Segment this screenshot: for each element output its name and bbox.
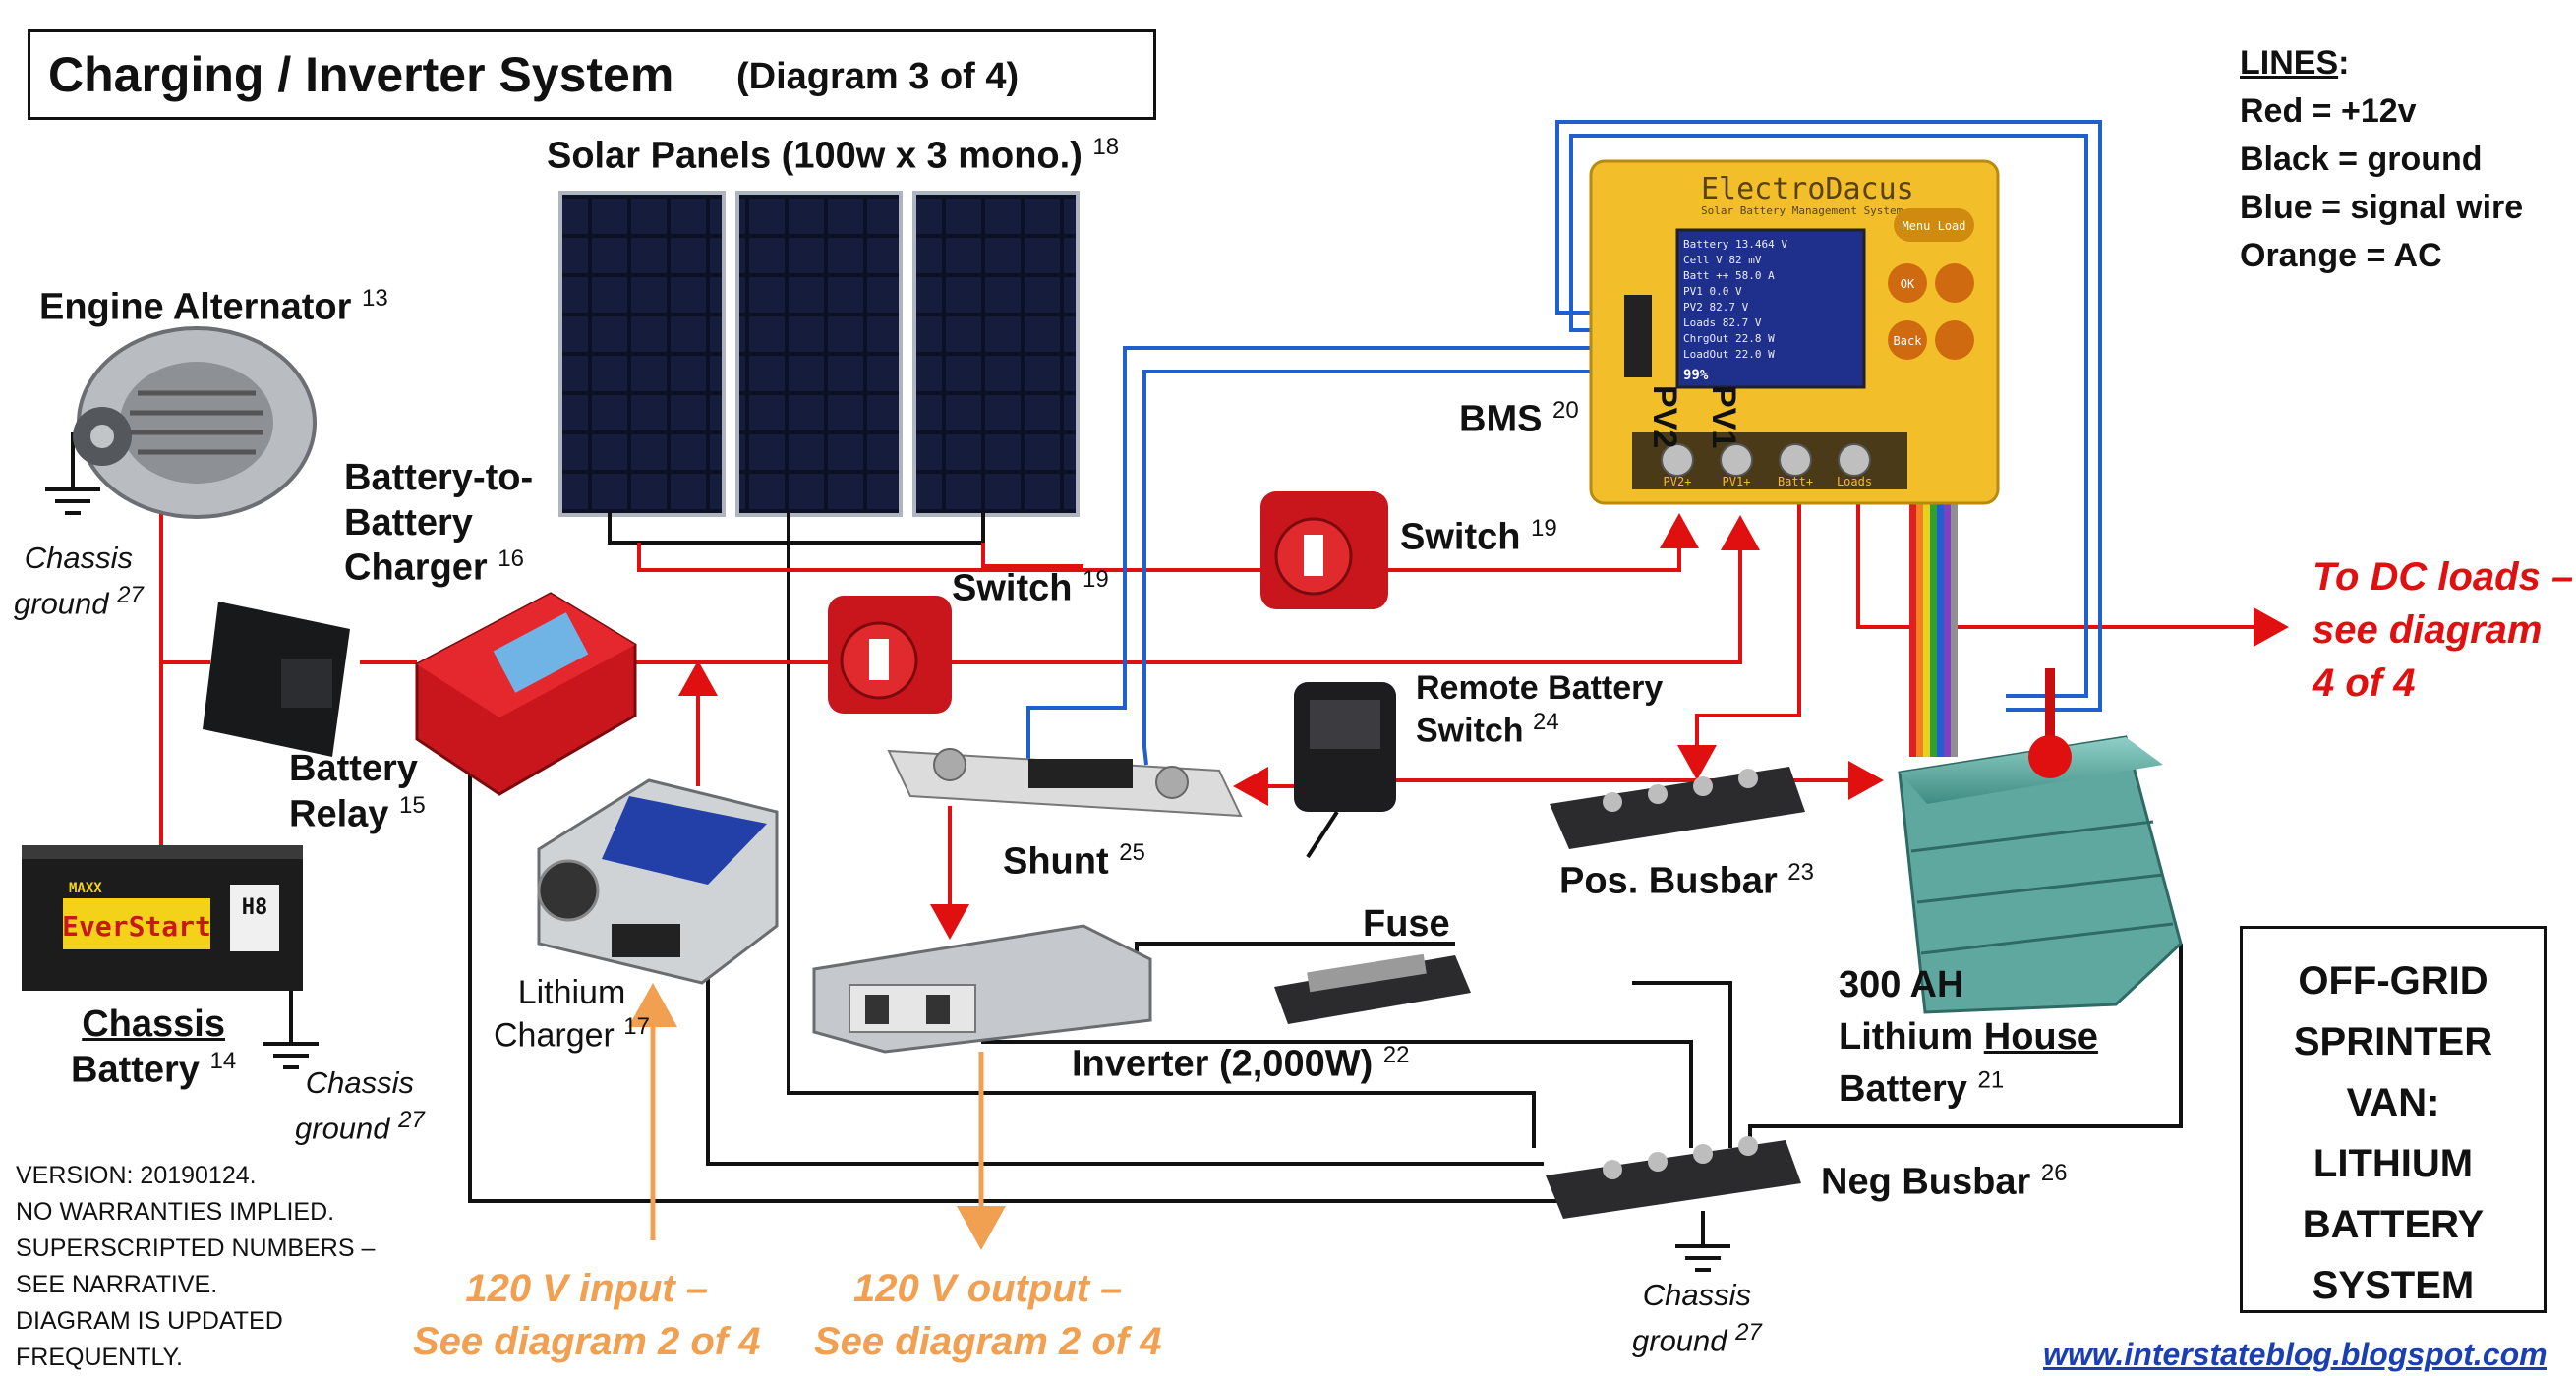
- lithium-charger-label: Lithium Charger 17: [494, 974, 650, 1055]
- ribbon-cable: [1909, 442, 1958, 757]
- switch-left-label: Switch 19: [952, 566, 1109, 609]
- inverter-graphic: [812, 924, 1152, 1054]
- ac-output-note: 120 V output – See diagram 2 of 4: [814, 1267, 1162, 1363]
- legend-item-black: Black = ground: [2240, 141, 2483, 178]
- chassis-ground-label-left: Chassis ground 27: [14, 541, 144, 621]
- ground-symbols: [45, 487, 1730, 1272]
- battery-badge-text: H8: [242, 895, 268, 920]
- battery-relay-graphic: [203, 602, 350, 757]
- battery-relay-label: Battery Relay 15: [289, 748, 426, 835]
- switch-right-label: Switch 19: [1400, 515, 1557, 558]
- bms-ok-button: OK: [1901, 277, 1915, 291]
- page-title: Charging / Inverter System: [48, 47, 674, 102]
- shunt-label: Shunt 25: [1003, 839, 1145, 883]
- chassis-ground-label-bottom: Chassis ground 27: [1632, 1278, 1762, 1358]
- house-battery-graphic: [1898, 668, 2183, 1014]
- offgrid-title-box: OFF-GRID SPRINTER VAN: LITHIUM BATTERY S…: [2240, 926, 2547, 1313]
- lines-legend: LINES: Red = +12v Black = ground Blue = …: [2240, 39, 2523, 280]
- bms-side-label-pv1: PV1: [1704, 385, 1742, 449]
- bms-menu-button: Menu Load: [1902, 219, 1965, 233]
- bms-status-text: 99%: [1683, 368, 1709, 383]
- signal-wires: [1026, 120, 2102, 766]
- svg-text:Battery 13.464 V: Battery 13.464 V: [1683, 238, 1787, 251]
- page-subtitle: (Diagram 3 of 4): [736, 56, 1020, 97]
- bms-back-button: Back: [1894, 334, 1923, 348]
- legend-heading: LINES:: [2240, 44, 2350, 82]
- svg-text:Cell V 82 mV: Cell V 82 mV: [1683, 254, 1762, 266]
- alternator-graphic: [73, 326, 317, 519]
- bms-brand-text: ElectroDacus: [1701, 172, 1914, 206]
- chassis-battery-graphic: EverStart H8 MAXX: [22, 845, 303, 991]
- bms-graphic: ElectroDacus Solar Battery Management Sy…: [1589, 159, 2000, 505]
- battery-brand-text: EverStart: [62, 910, 211, 943]
- switch-right-graphic: [1260, 491, 1388, 609]
- fuse-label: Fuse: [1363, 903, 1450, 945]
- solar-panel-array: [558, 191, 1080, 517]
- title-box: Charging / Inverter System (Diagram 3 of…: [28, 29, 1156, 120]
- bms-side-label-pv2: PV2: [1645, 385, 1683, 449]
- legend-item-red: Red = +12v: [2240, 92, 2417, 130]
- svg-text:PV1+: PV1+: [1723, 475, 1751, 488]
- remote-switch-label: Remote Battery Switch 24: [1416, 669, 1664, 750]
- legend-item-blue: Blue = signal wire: [2240, 189, 2524, 226]
- svg-text:Loads 82.7 V: Loads 82.7 V: [1683, 316, 1762, 329]
- svg-text:Batt ++ 58.0 A: Batt ++ 58.0 A: [1683, 269, 1775, 282]
- lithium-charger-graphic: [537, 778, 779, 985]
- b2b-charger-label: Battery-to- Battery Charger 16: [344, 457, 534, 589]
- svg-text:Batt+: Batt+: [1778, 475, 1813, 488]
- dc-loads-note: To DC loads – see diagram 4 of 4: [2313, 555, 2574, 705]
- bms-label: BMS 20: [1459, 397, 1579, 440]
- blog-url-link[interactable]: www.interstateblog.blogspot.com: [2043, 1337, 2547, 1372]
- b2b-charger-graphic: [415, 592, 637, 796]
- bms-tagline-text: Solar Battery Management System: [1701, 204, 1903, 217]
- svg-text:PV2 82.7 V: PV2 82.7 V: [1683, 301, 1749, 314]
- inverter-label: Inverter (2,000W) 22: [1072, 1042, 1410, 1085]
- battery-maxx-text: MAXX: [69, 881, 102, 896]
- svg-text:PV1 0.0 V: PV1 0.0 V: [1683, 285, 1742, 298]
- ac-input-note: 120 V input – See diagram 2 of 4: [413, 1267, 761, 1363]
- pos-busbar-label: Pos. Busbar 23: [1559, 859, 1814, 902]
- svg-text:LoadOut 22.0 W: LoadOut 22.0 W: [1683, 348, 1775, 361]
- switch-left-graphic: [828, 596, 952, 714]
- fuse-graphic: [1274, 953, 1471, 1024]
- svg-text:ChrgOut 22.8 W: ChrgOut 22.8 W: [1683, 332, 1775, 345]
- ac-wires: [628, 983, 1006, 1250]
- positive-wires: [159, 472, 2289, 940]
- chassis-ground-label-mid: Chassis ground 27: [295, 1065, 425, 1146]
- svg-text:Loads: Loads: [1837, 475, 1872, 488]
- shunt-graphic: [887, 748, 1243, 818]
- bms-screen-rows: Battery 13.464 V Cell V 82 mV Batt ++ 58…: [1683, 238, 1787, 361]
- solar-panels-label: Solar Panels (100w x 3 mono.) 18: [547, 134, 1120, 177]
- alternator-label: Engine Alternator 13: [39, 285, 388, 328]
- legend-item-orange: Orange = AC: [2240, 237, 2442, 274]
- house-battery-label: 300 AH Lithium House Battery 21: [1839, 964, 2098, 1111]
- neg-busbar-graphic: [1546, 1136, 1801, 1219]
- neg-busbar-label: Neg Busbar 26: [1821, 1160, 2068, 1203]
- pos-busbar-graphic: [1550, 767, 1805, 849]
- svg-text:PV2+: PV2+: [1664, 475, 1692, 488]
- remote-switch-graphic: [1294, 682, 1396, 859]
- version-note: VERSION: 20190124. NO WARRANTIES IMPLIED…: [16, 1162, 376, 1371]
- chassis-battery-label: Chassis Battery 14: [71, 1003, 237, 1091]
